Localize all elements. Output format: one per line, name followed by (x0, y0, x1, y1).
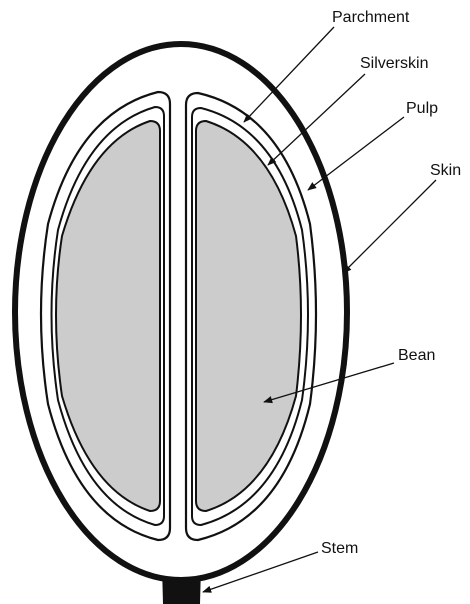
label-parchment: Parchment (332, 9, 410, 26)
pulp-leader-line (308, 117, 404, 190)
label-pulp: Pulp (406, 100, 438, 117)
label-stem: Stem (321, 540, 358, 557)
label-silverskin: Silverskin (360, 55, 428, 72)
label-bean: Bean (398, 347, 435, 364)
label-skin: Skin (430, 162, 461, 179)
skin-leader-line (343, 180, 436, 273)
